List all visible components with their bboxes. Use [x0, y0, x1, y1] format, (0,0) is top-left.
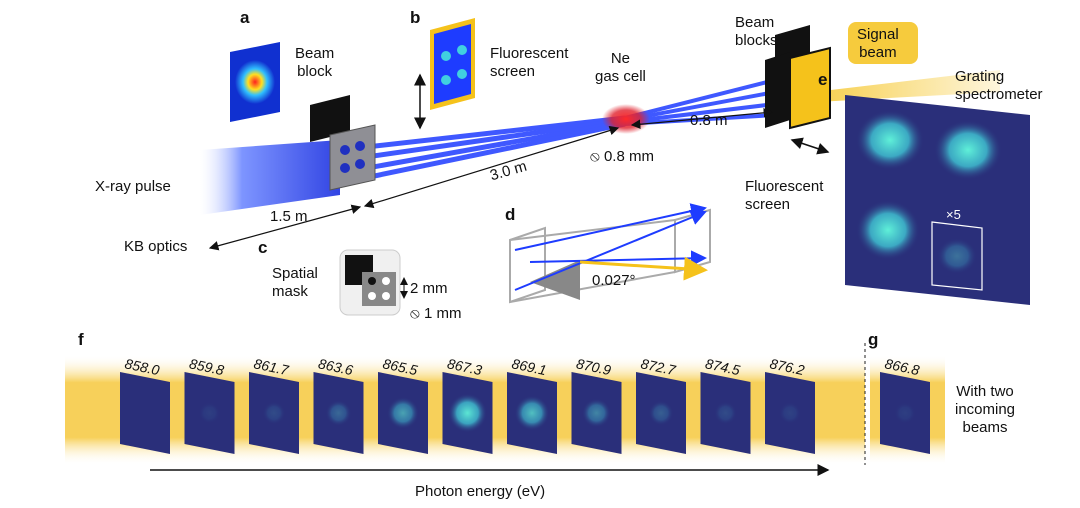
two-beams-label: With two incoming beams	[955, 383, 1016, 436]
mask-hole-diameter-label: ⦸ 1 mm	[410, 305, 462, 322]
energy-5-label: 867.3	[446, 355, 484, 378]
dist-arrow-1-5m	[208, 204, 362, 251]
beam-block-label: Beam block	[295, 45, 335, 80]
distance-1-5m-label: 1.5 m	[270, 208, 308, 225]
energy-3-label: 863.6	[317, 355, 355, 378]
energy-9-spot	[714, 401, 737, 425]
energy-6-label: 869.1	[510, 355, 548, 378]
energy-g-label: 866.8	[883, 355, 921, 378]
magnification-label: ×5	[946, 207, 961, 222]
angle-label: 0.027°	[592, 272, 636, 289]
panel-d-geometry	[509, 203, 711, 304]
energy-0-tile	[120, 372, 170, 454]
spatial-mask-label: Spatial mask	[272, 265, 318, 300]
energy-2-spot	[262, 401, 286, 425]
energy-1-spot	[198, 402, 221, 424]
ne-gas-cell	[602, 104, 650, 134]
energy-g-spot	[894, 402, 916, 424]
panel-b-screen	[430, 18, 475, 110]
fluorescent-screen-top-label: Fluorescent screen	[490, 45, 569, 80]
energy-4-spot	[387, 397, 419, 429]
kb-optics-label: KB optics	[124, 238, 188, 255]
panel-c-mask-inset	[339, 249, 408, 316]
energy-1-label: 859.8	[188, 355, 226, 378]
panel-label-f: f	[78, 330, 84, 349]
panel-label-b: b	[410, 8, 421, 27]
energy-2-label: 861.7	[252, 355, 291, 378]
energy-6-spot	[514, 395, 550, 431]
beam-block-panel	[310, 95, 350, 142]
screen-e-motion-arrow	[790, 137, 830, 155]
spatial-mask-device	[329, 124, 376, 191]
dist-arrow-0-8m	[630, 107, 774, 130]
energy-0-label: 858.0	[123, 355, 161, 378]
energy-5-spot	[448, 393, 487, 433]
energy-8-label: 872.7	[639, 355, 678, 378]
photon-energy-axis-label: Photon energy (eV)	[415, 483, 546, 500]
xray-pulse-cone	[200, 140, 340, 215]
energy-4-label: 865.5	[381, 355, 419, 378]
xray-beamlets	[339, 115, 626, 183]
energy-3-spot	[325, 400, 352, 426]
mask-spacing-label: 2 mm	[410, 280, 448, 297]
dist-arrow-3m	[363, 125, 620, 209]
energy-10-label: 876.2	[768, 355, 806, 378]
energy-7-spot	[582, 398, 611, 428]
signal-beam-badge	[848, 22, 918, 64]
ne-gas-cell-label: Ne gas cell	[595, 50, 646, 85]
energy-9-label: 874.5	[704, 355, 742, 378]
beam-blocks-device	[765, 25, 831, 130]
fluorescent-screen-e-label: Fluorescent screen	[745, 178, 824, 213]
xray-pulse-label: X-ray pulse	[95, 178, 171, 195]
distance-0-8m-label: 0.8 m	[690, 112, 728, 129]
panel-a-image	[230, 42, 280, 122]
panel-label-c: c	[258, 238, 268, 257]
beam-blocks-label: Beam blocks	[735, 14, 778, 49]
energy-10-spot	[779, 402, 801, 424]
panel-label-d: d	[505, 205, 516, 224]
energy-8-spot	[648, 400, 674, 426]
panel-label-g: g	[868, 330, 879, 349]
panel-label-a: a	[240, 8, 250, 27]
signal-beam-ray	[780, 70, 1000, 104]
signal-beam-label: Signal beam	[857, 26, 899, 61]
panel-label-e: e	[818, 70, 828, 89]
gas-cell-diameter-label: ⦸ 0.8 mm	[590, 148, 654, 165]
panel-e-detector	[845, 95, 1030, 305]
grating-spectrometer-label: Grating spectrometer	[955, 68, 1043, 103]
energy-7-label: 870.9	[575, 355, 613, 378]
